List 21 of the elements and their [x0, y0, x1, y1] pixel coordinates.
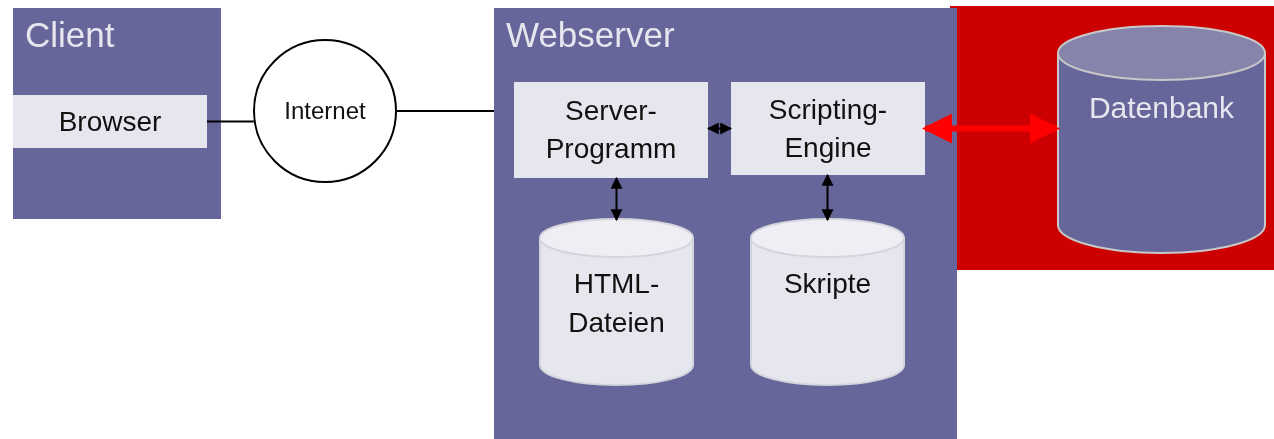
- group-panel: [13, 8, 221, 219]
- double-arrow: [821, 173, 834, 222]
- double-arrow: [610, 176, 623, 222]
- node-label: Datenbank: [1087, 90, 1236, 126]
- connector-line: [396, 110, 495, 112]
- double-arrow: [706, 122, 733, 135]
- connector-line: [206, 120, 255, 123]
- group-heading: Client: [24, 14, 116, 55]
- process-box: [514, 82, 708, 178]
- node-label: Scripting-Engine: [767, 92, 889, 165]
- double-arrow: [922, 113, 1060, 144]
- node-label: Server-Programm: [544, 94, 678, 166]
- group-panel: [494, 8, 957, 439]
- node-label: HTML-Dateien: [567, 267, 666, 341]
- node-label: Skripte: [782, 267, 873, 301]
- group-heading: Webserver: [505, 14, 676, 55]
- process-box: [13, 95, 207, 148]
- node-label: Internet: [284, 97, 366, 125]
- highlight-box: [950, 6, 1274, 270]
- process-box: [731, 82, 925, 175]
- node-label: Browser: [57, 104, 163, 139]
